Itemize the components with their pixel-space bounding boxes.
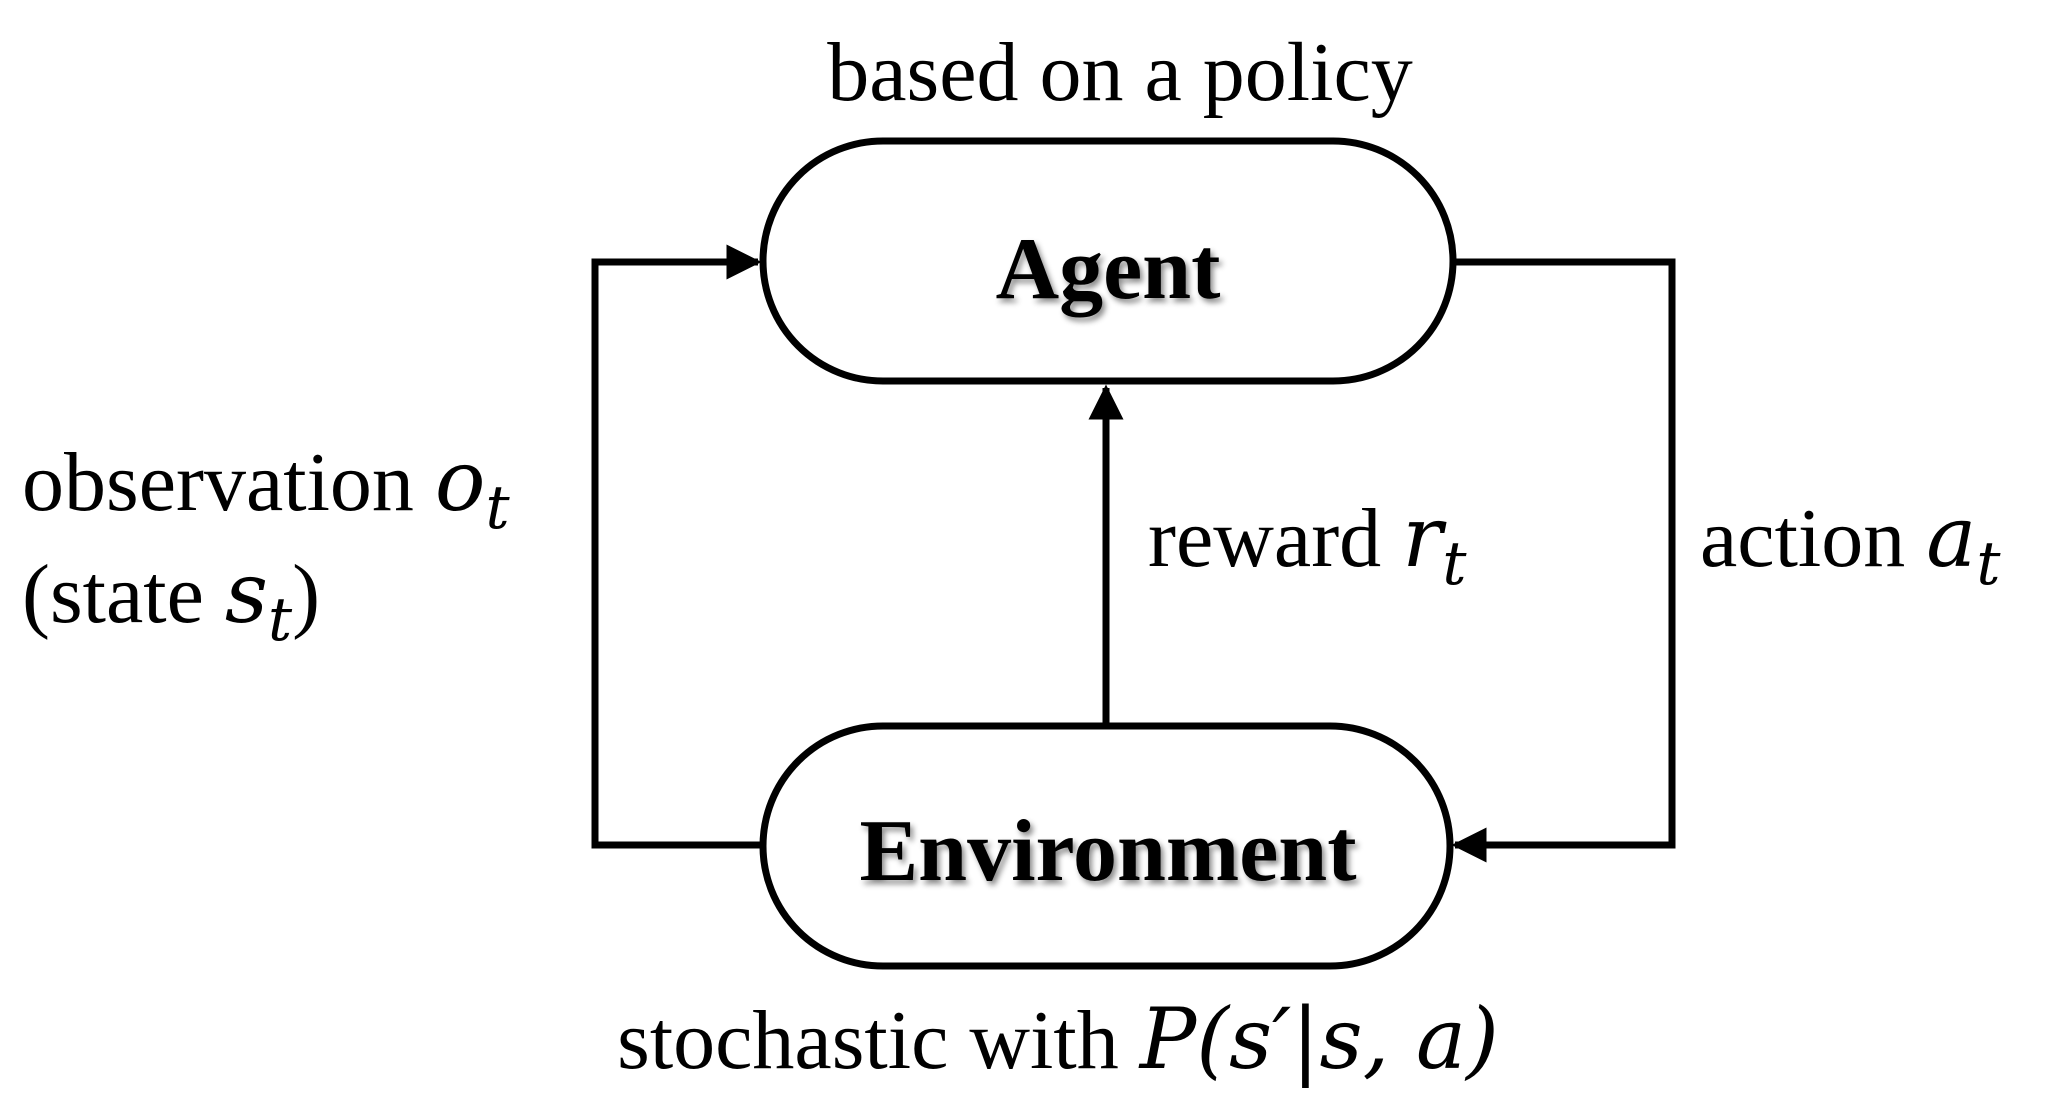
reward-subscript: t [1442, 529, 1467, 599]
observation-symbol: o [435, 432, 486, 530]
state-subscript: t [268, 585, 293, 655]
reward-symbol: r [1402, 488, 1447, 586]
agent-label: Agent [996, 221, 1221, 318]
agent-node: Agent [759, 137, 1457, 385]
environment-note-text: stochastic with [617, 994, 1140, 1087]
action-subscript: t [1976, 529, 2001, 599]
observation-label: observation ot [22, 432, 510, 543]
action-symbol: a [1926, 488, 1976, 586]
reward-text: reward [1148, 492, 1402, 585]
observation-subscript: t [485, 473, 510, 543]
state-open: (state [22, 548, 225, 641]
environment-transition-note: stochastic with P(s′|s, a) [617, 990, 1499, 1088]
reward-label: reward rt [1148, 488, 1467, 599]
state-symbol: s [225, 544, 268, 642]
state-label: (state st) [22, 544, 320, 655]
observation-arrow [591, 244, 763, 849]
environment-node: Environment [759, 722, 1454, 970]
environment-note-math: P(s′|s, a) [1138, 990, 1499, 1088]
environment-label: Environment [859, 803, 1356, 900]
action-label: action at [1700, 488, 2001, 599]
action-arrow [1451, 258, 1676, 863]
agent-policy-note: based on a policy [827, 26, 1413, 119]
action-text: action [1700, 492, 1926, 585]
observation-text: observation [22, 436, 435, 529]
state-close: ) [292, 548, 320, 641]
